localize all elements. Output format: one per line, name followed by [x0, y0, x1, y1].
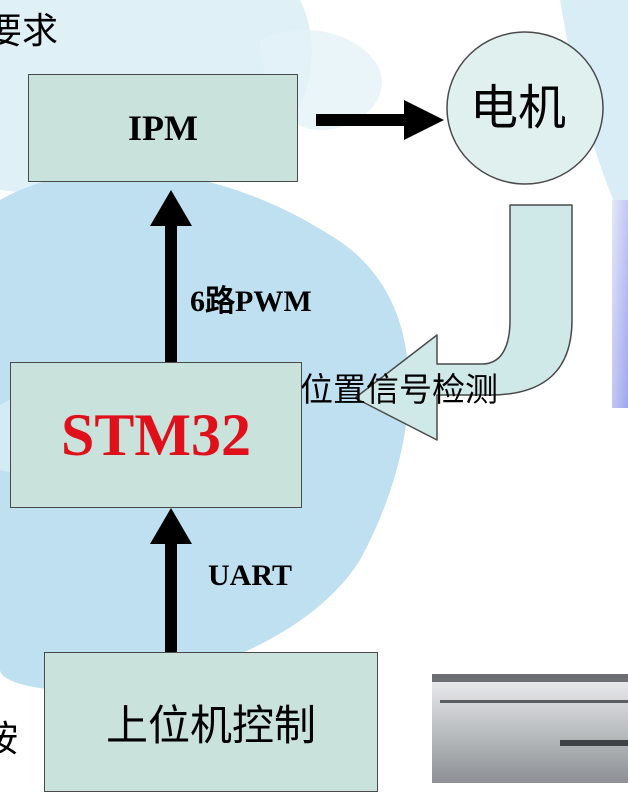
- photo-fragment: [432, 674, 628, 783]
- motor-label: 电机: [470, 80, 567, 136]
- arrow-position-feedback: [354, 204, 573, 441]
- uart-label: UART: [208, 559, 292, 592]
- ipm-label: IPM: [128, 108, 198, 148]
- ipm-node: IPM: [28, 74, 298, 182]
- side-panel: [612, 200, 628, 408]
- stm32-label: STM32: [60, 401, 252, 468]
- pwm-label: 6路PWM: [190, 285, 312, 318]
- stm32-node: STM32: [10, 362, 302, 508]
- fragment-bottom-left: 按: [0, 719, 19, 760]
- arrow-stm32-to-ipm: [150, 190, 192, 362]
- host-node: 上位机控制: [44, 652, 378, 792]
- position-detect-label: 位置信号检测: [300, 370, 498, 409]
- arrow-ipm-to-motor: [316, 100, 444, 140]
- motor-node-shape: [446, 31, 604, 185]
- host-label: 上位机控制: [105, 700, 316, 750]
- fragment-top-left: 要求: [0, 11, 59, 52]
- arrow-host-to-stm32: [150, 508, 192, 652]
